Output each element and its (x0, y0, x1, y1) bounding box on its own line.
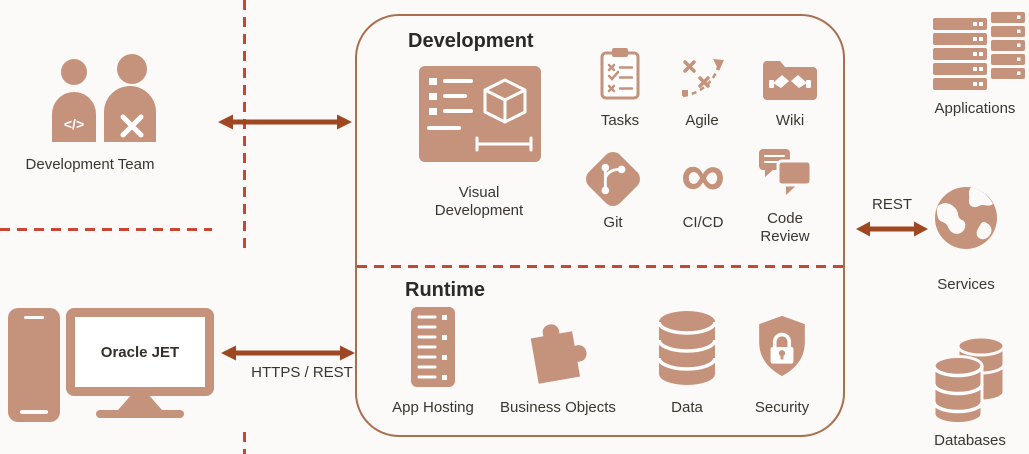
applications-icon (933, 12, 1027, 94)
development-team-label: Development Team (25, 156, 155, 173)
development-team-icon: </> (40, 50, 170, 144)
left-section-dashed-line (0, 228, 212, 231)
client-boundary-dashed-line-top (243, 0, 246, 252)
tasks-label: Tasks (600, 112, 640, 129)
security-label: Security (754, 399, 810, 416)
data-label: Data (671, 399, 703, 416)
code-review-icon (757, 146, 813, 198)
tasks-icon (598, 46, 642, 100)
monitor-frame: Oracle JET (66, 308, 214, 396)
app-hosting-label: App Hosting (392, 399, 474, 416)
rest-label: REST (871, 196, 912, 213)
phone-icon (8, 308, 60, 422)
databases-icon (932, 334, 1008, 428)
cicd-icon: ∞ (673, 141, 733, 210)
services-label: Services (937, 276, 995, 293)
visual-development-icon (419, 66, 541, 162)
development-section-title: Development (408, 30, 534, 52)
data-icon (655, 308, 719, 388)
tools-icon (120, 114, 144, 138)
monitor-stand (118, 396, 162, 410)
https-rest-label: HTTPS / REST (251, 364, 353, 381)
cicd-label: CI/CD (682, 214, 724, 231)
monitor-base (96, 410, 184, 418)
monitor-screen: Oracle JET (75, 317, 205, 387)
business-objects-label: Business Objects (500, 399, 616, 416)
phone-speaker-slot (24, 316, 44, 319)
runtime-section-title: Runtime (405, 279, 485, 301)
business-objects-icon (518, 300, 598, 386)
service-boundary-box (355, 14, 845, 437)
rest-arrow (856, 220, 928, 238)
databases-label: Databases (934, 432, 1006, 449)
visual-development-label: Visual Development (434, 184, 524, 220)
client-boundary-dashed-line-bottom (243, 432, 246, 454)
code-review-label: Code Review (760, 210, 810, 246)
code-brackets-icon: </> (64, 116, 84, 132)
git-label: Git (603, 214, 623, 231)
wiki-label: Wiki (775, 112, 805, 129)
https-rest-arrow (221, 344, 355, 362)
oracle-jet-label: Oracle JET (100, 343, 180, 361)
phone-home-slot (20, 410, 48, 414)
git-icon (581, 147, 645, 211)
services-globe-icon (932, 184, 1000, 252)
security-icon (755, 312, 809, 382)
applications-label: Applications (934, 100, 1016, 117)
infinity-icon: ∞ (680, 141, 726, 210)
wiki-icon (761, 56, 819, 102)
app-hosting-icon (401, 305, 465, 389)
development-runtime-divider (357, 265, 843, 268)
dev-team-arrow (218, 113, 352, 131)
monitor-icon: Oracle JET (66, 308, 214, 418)
agile-icon (678, 52, 726, 100)
agile-label: Agile (685, 112, 719, 129)
